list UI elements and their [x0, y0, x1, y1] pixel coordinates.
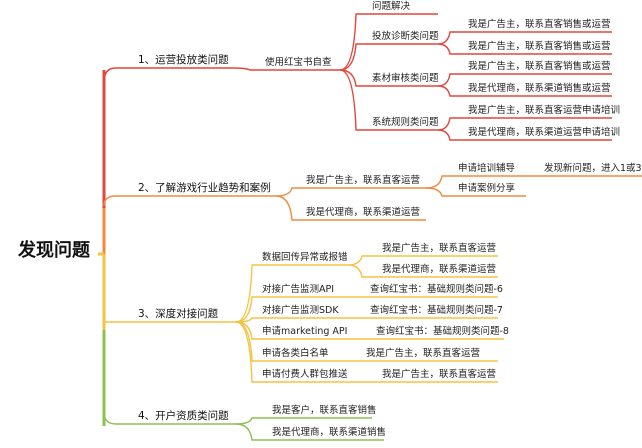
- leaf-material-agency: 我是代理商，联系渠道销售或运营: [468, 83, 611, 94]
- node-paid-audience: 申请付费人群包推送: [262, 369, 348, 380]
- node-whitelist: 申请各类白名单: [262, 348, 329, 359]
- node-system-rules: 系统规则类问题: [372, 117, 439, 128]
- node-customer-direct-sales: 我是客户，联系直客销售: [272, 405, 377, 416]
- node-delivery-diagnosis: 投放诊断类问题: [372, 31, 439, 42]
- leaf-data-agency: 我是代理商，联系渠道运营: [382, 264, 497, 275]
- leaf-material-advertiser: 我是广告主，联系直客销售或运营: [468, 61, 611, 72]
- leaf-rules-agency: 我是代理商，联系渠道运营申请培训: [468, 127, 621, 138]
- branch-1-edges: [103, 13, 612, 141]
- leaf-data-advertiser: 我是广告主，联系直客运营: [382, 243, 497, 254]
- node-marketing-api: 申请marketing API: [262, 326, 348, 337]
- branch-1-label: 1、运营投放类问题: [138, 54, 229, 66]
- branch-3-label: 3、深度对接问题: [138, 308, 219, 320]
- leaf-whitelist-advertiser: 我是广告主，联系直客运营: [366, 348, 481, 359]
- branch-2-edges: [103, 175, 642, 221]
- branch-4-edges: [103, 411, 384, 441]
- branch-3-edges: [104, 255, 504, 383]
- branch-2-label: 2、了解游戏行业趋势和案例: [138, 182, 271, 194]
- node-monitor-api: 对接广告监测API: [262, 284, 335, 295]
- leaf-diagnosis-advertiser-2: 我是广告主，联系直客销售或运营: [468, 41, 611, 52]
- node-problem-solved: 问题解决: [372, 1, 411, 12]
- leaf-audience-advertiser: 我是广告主，联系直客运营: [382, 369, 497, 380]
- node-use-red-book: 使用红宝书自查: [265, 57, 332, 68]
- node-data-return-error: 数据回传异常或报错: [262, 252, 348, 263]
- branch-4-label: 4、开户资质类问题: [138, 410, 229, 422]
- leaf-rules-advertiser: 我是广告主，联系直客运营申请培训: [468, 105, 621, 116]
- leaf-api-red-book: 查询红宝书：基础规则类问题-6: [370, 284, 503, 295]
- node-advertiser-direct-ops: 我是广告主，联系直客运营: [306, 175, 421, 186]
- node-agency-channel-sales: 我是代理商，联系渠道销售: [272, 427, 387, 438]
- leaf-marketing-red-book: 查询红宝书：基础规则类问题-8: [376, 326, 509, 337]
- leaf-new-problem: 发现新问题，进入1或3: [544, 163, 642, 174]
- node-monitor-sdk: 对接广告监测SDK: [262, 305, 339, 316]
- node-material-review: 素材审核类问题: [372, 73, 439, 84]
- leaf-diagnosis-advertiser-1: 我是广告主，联系直客销售或运营: [468, 19, 611, 30]
- root-topic: 发现问题: [18, 240, 90, 261]
- node-apply-case-share: 申请案例分享: [458, 183, 516, 194]
- node-apply-training: 申请培训辅导: [458, 163, 516, 174]
- leaf-sdk-red-book: 查询红宝书：基础规则类问题-7: [370, 305, 503, 316]
- node-agency-channel-ops: 我是代理商，联系渠道运营: [306, 207, 421, 218]
